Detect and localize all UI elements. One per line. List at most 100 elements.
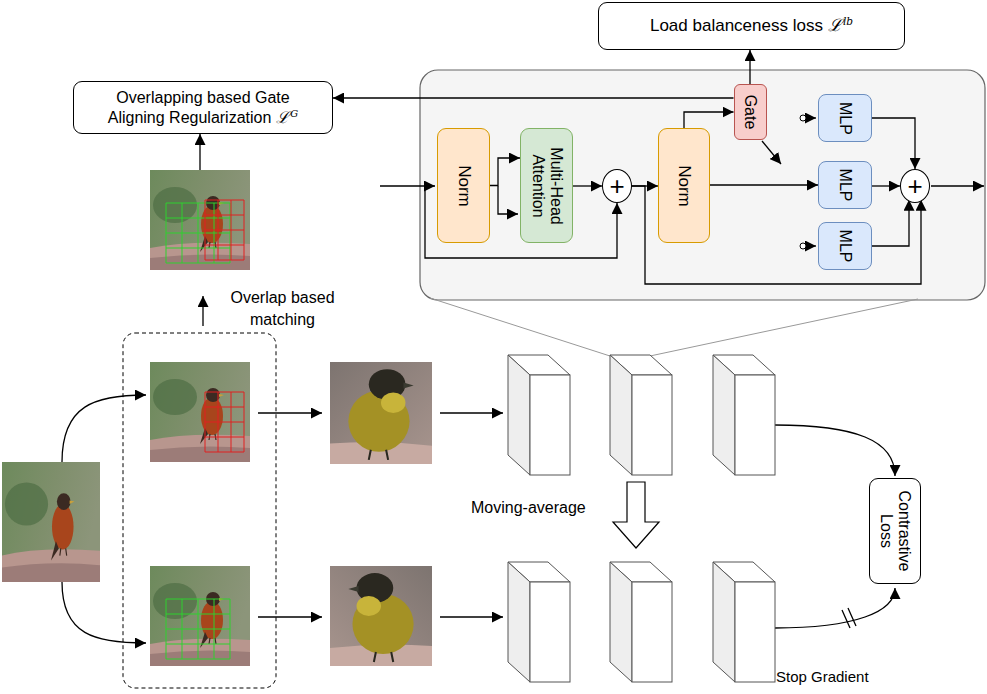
node-label: Norm <box>675 165 694 207</box>
flow-arrows <box>62 582 146 643</box>
node-text: + <box>607 173 626 199</box>
panel-funnel <box>650 299 918 356</box>
connector <box>872 185 900 186</box>
block-wires <box>931 185 984 186</box>
encoder-block <box>610 562 632 682</box>
encoder-block <box>508 562 530 682</box>
node-label: Load balanceness loss <box>650 16 823 35</box>
node-text: Load balanceness loss ℒlb <box>640 15 863 37</box>
connectors <box>333 50 921 284</box>
encoder-block <box>735 582 775 682</box>
loss-box: Contrastive Loss <box>869 478 920 584</box>
connector <box>710 184 818 185</box>
arrow-up <box>200 134 203 326</box>
connector <box>333 97 734 98</box>
block-wires <box>380 185 435 186</box>
switch-contacts <box>800 115 806 249</box>
arrow-up <box>199 134 200 170</box>
encoder-block <box>632 582 672 682</box>
encoder-block <box>508 355 775 682</box>
block-wires <box>498 186 518 214</box>
encoder-block <box>713 355 735 475</box>
encoder-block <box>530 582 570 682</box>
block-wires <box>807 245 816 246</box>
node-label: + <box>907 171 922 201</box>
sum-circle: + <box>900 169 930 203</box>
node-label: Overlapping based Gate Aligning Regulari… <box>108 89 290 125</box>
source-image <box>2 462 100 582</box>
block-wires <box>807 117 816 118</box>
block-wires <box>380 118 984 258</box>
panel-funnel <box>430 298 918 356</box>
connector <box>872 200 909 246</box>
flow-arrows <box>775 425 895 476</box>
matched-image <box>166 203 230 263</box>
crop-image <box>330 362 432 666</box>
node-label: Norm <box>454 165 473 207</box>
matched-image <box>205 200 244 260</box>
node-label: Contrastive Loss <box>878 491 913 572</box>
view-image <box>205 392 244 452</box>
connector <box>872 118 915 169</box>
connector <box>684 112 734 128</box>
mlp-box: MLP <box>818 222 872 271</box>
node-text: + <box>905 173 924 199</box>
node-text: Multi-Head Attention <box>528 133 565 238</box>
source-image <box>2 462 100 582</box>
block-panel <box>420 70 985 300</box>
dashed-group <box>123 333 276 688</box>
dashed-group <box>123 333 276 688</box>
view-image <box>150 566 250 666</box>
matched-image <box>150 170 250 270</box>
hollow-arrow <box>613 482 659 548</box>
node-label: ℒ <box>828 15 842 35</box>
node-text: Norm <box>454 133 474 238</box>
flow-arrows <box>775 588 895 628</box>
flow-arrows <box>62 395 146 462</box>
annotation: Moving-average <box>471 497 611 519</box>
switch-contacts <box>800 243 806 249</box>
connector <box>490 158 520 186</box>
mlp-box: MLP <box>818 161 872 210</box>
encoder-block <box>632 375 672 475</box>
node-label: MLP <box>837 230 854 263</box>
encoder-block <box>508 355 530 475</box>
node-label: MLP <box>837 102 854 135</box>
node-label: G <box>290 108 298 119</box>
view-image <box>166 599 230 659</box>
node-label: ℒ <box>276 108 289 127</box>
view-image <box>150 362 250 666</box>
matched-image <box>150 170 250 270</box>
arrow-up <box>202 296 203 326</box>
node-text: MLP <box>836 102 854 134</box>
node-label: lb <box>843 15 853 27</box>
node-text: Gate <box>741 89 759 135</box>
sum-circle: + <box>602 169 632 203</box>
node-text: Contrastive Loss <box>877 483 914 579</box>
node-label: MLP <box>837 169 854 202</box>
encoder-block <box>713 562 735 682</box>
node-label: + <box>609 171 624 201</box>
node-text: Overlapping based Gate Aligning Regulari… <box>74 88 332 126</box>
node-text: Norm <box>674 133 694 238</box>
encoder-block <box>530 375 570 475</box>
connector <box>573 185 602 186</box>
norm-box: Norm <box>437 128 490 243</box>
encoder-block <box>735 375 775 475</box>
gate-box: Gate <box>734 84 767 140</box>
crop-image <box>330 362 432 464</box>
node-label: Gate <box>742 95 759 130</box>
mlp-box: MLP <box>818 94 872 143</box>
flow-arrows <box>842 608 856 628</box>
crop-image <box>330 566 432 666</box>
annotation: Stop Gradient <box>776 667 886 687</box>
loss-box: Load balanceness loss ℒlb <box>598 2 905 50</box>
encoder-block <box>610 355 632 475</box>
flow-arrows <box>258 616 322 617</box>
attention-box: Multi-Head Attention <box>520 128 573 243</box>
node-text: MLP <box>836 229 854 263</box>
hollow-arrow <box>613 482 659 548</box>
node-label: Multi-Head Attention <box>530 147 565 224</box>
norm-box: Norm <box>658 128 710 243</box>
node-text: MLP <box>836 168 854 202</box>
